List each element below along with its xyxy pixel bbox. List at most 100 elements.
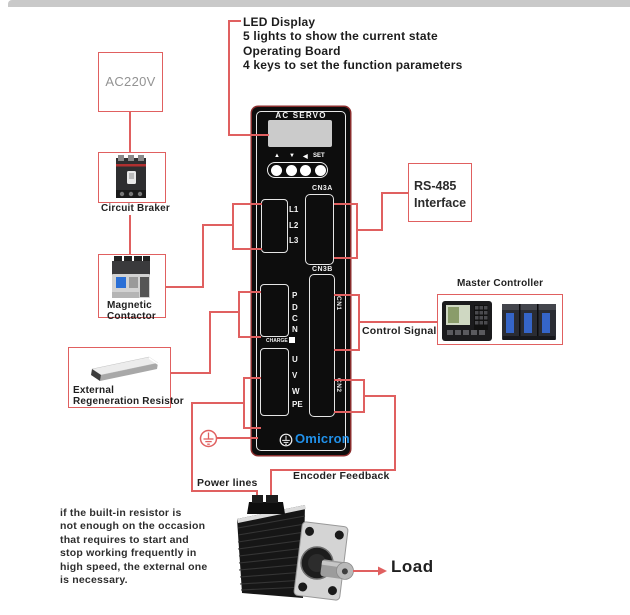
wire-line — [356, 203, 358, 259]
note-line: that requires to start and — [60, 533, 189, 546]
wire-line — [191, 402, 193, 492]
terminal-label-l1: L1 — [289, 205, 299, 214]
wire-line — [170, 372, 211, 374]
terminal-label-v: V — [292, 371, 298, 380]
annotation-line: 4 keys to set the function parameters — [243, 58, 463, 73]
wire-line — [129, 112, 131, 152]
wire-line — [191, 402, 245, 404]
wire-line — [243, 377, 261, 379]
external-resistor-photo — [91, 356, 159, 381]
load-arrow-icon — [353, 566, 387, 576]
note-line: high speed, the external one — [60, 560, 208, 573]
terminal-label-w: W — [292, 387, 300, 396]
brand-logo: Omicron — [295, 431, 350, 446]
ac220v-label: AC220V — [105, 74, 156, 89]
wire-line — [238, 336, 261, 338]
led-display — [268, 120, 332, 147]
key-button — [286, 165, 297, 176]
terminal-label-l2: L2 — [289, 221, 299, 230]
left-key-icon: ◀ — [303, 154, 308, 160]
wire-line — [334, 294, 360, 296]
wire-line — [166, 286, 204, 288]
terminal-label-c: C — [292, 314, 298, 323]
wire-line — [363, 395, 396, 397]
wire-line — [228, 20, 230, 136]
wire-line — [202, 225, 204, 288]
key-panel — [267, 162, 328, 178]
key-button — [271, 165, 282, 176]
ground-icon-internal — [279, 433, 293, 447]
encoder-feedback-label: Encoder Feedback — [293, 470, 390, 482]
terminal-label-u: U — [292, 355, 298, 364]
note-line: not enough on the occasion — [60, 520, 206, 533]
output-terminal-block — [260, 348, 289, 416]
annotation-line: 5 lights to show the current state — [243, 29, 438, 44]
label-line: Regeneration Resistor — [73, 396, 184, 407]
wire-line — [202, 224, 234, 226]
load-label: Load — [391, 557, 434, 576]
wire-line — [209, 311, 240, 313]
wire-line — [209, 312, 211, 374]
cn3b-connector — [309, 274, 335, 417]
cn3b-label: CN3B — [312, 266, 333, 273]
wire-line — [334, 349, 360, 351]
servo-motor-photo — [237, 495, 354, 601]
l-terminal-block — [261, 199, 288, 253]
resistor-note: if the built-in resistor is not enough o… — [60, 507, 207, 587]
external-resistor-box — [68, 347, 171, 408]
servo-drive: AC SERVO ▲ ▼ ◀ SET CN3A L1 L2 L3 CN3B CN… — [252, 107, 350, 455]
up-key-icon: ▲ — [274, 153, 280, 159]
ground-icon-external — [199, 429, 218, 448]
wire-line — [270, 469, 396, 471]
terminal-label-p: P — [292, 291, 298, 300]
label-line: Interface — [414, 195, 467, 210]
cn3a-label: CN3A — [312, 185, 333, 192]
cn2-label: CN2 — [335, 378, 342, 393]
annotation-line: Operating Board — [243, 43, 341, 58]
power-lines-label: Power lines — [197, 477, 258, 489]
note-line: stop working frequently in — [60, 547, 197, 560]
control-signal-label: Control Signal — [362, 325, 437, 337]
wire-line — [238, 291, 261, 293]
label-line: RS-485 — [414, 179, 457, 193]
charge-indicator — [289, 337, 295, 343]
wire-line — [358, 321, 437, 323]
cn1-label: CN1 — [335, 296, 342, 311]
charge-label: CHARGE — [266, 338, 288, 344]
note-line: is necessary. — [60, 574, 128, 587]
wire-line — [381, 192, 408, 194]
led-display-annotation: LED Display 5 lights to show the current… — [243, 15, 462, 73]
note-line: if the built-in resistor is — [60, 507, 182, 519]
wire-line — [381, 192, 383, 231]
terminal-label-d: D — [292, 303, 298, 312]
cn3a-connector — [305, 194, 334, 265]
wire-line — [229, 20, 241, 22]
external-resistor-label: External Regeneration Resistor — [73, 385, 184, 407]
frame-top-bar — [8, 0, 630, 7]
wire-line — [334, 379, 365, 381]
terminal-label-n: N — [292, 325, 298, 334]
wire-line — [243, 427, 261, 429]
label-line: Contactor — [107, 311, 157, 322]
wire-line — [238, 291, 240, 338]
rs485-label: RS-485 Interface — [414, 178, 466, 211]
wire-line — [232, 203, 234, 250]
master-controller-label: Master Controller — [457, 278, 544, 289]
wire-line — [129, 215, 131, 255]
key-button — [315, 165, 326, 176]
wire-line — [394, 395, 396, 471]
wire-line — [334, 257, 358, 259]
circuit-braker-label: Circuit Braker — [101, 203, 170, 214]
magnetic-contactor-label: Magnetic Contactor — [107, 300, 156, 322]
dc-terminal-block — [260, 284, 289, 337]
wire-line — [270, 469, 272, 504]
rs485-box — [408, 163, 472, 222]
wire-line — [232, 248, 262, 250]
servo-title: AC SERVO — [275, 111, 327, 120]
label-line: Magnetic — [107, 300, 152, 311]
wire-line — [232, 203, 262, 205]
annotation-line: LED Display — [243, 15, 316, 29]
circuit-braker-photo — [116, 155, 146, 198]
wire-line — [334, 411, 365, 413]
